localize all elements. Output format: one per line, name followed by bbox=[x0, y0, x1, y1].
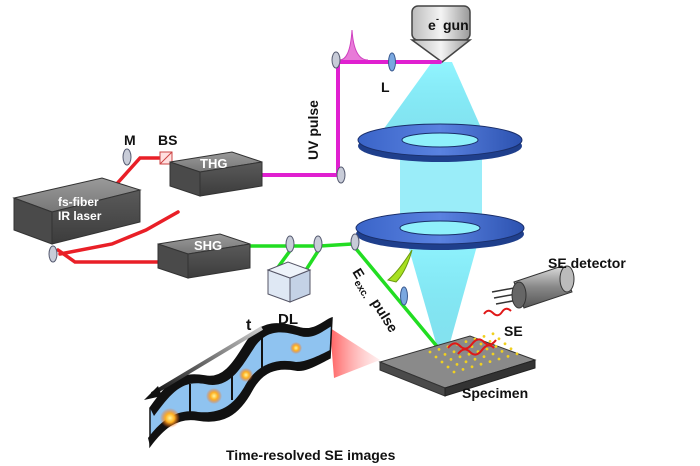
se-detector-label: SE detector bbox=[548, 255, 626, 271]
detector-icon bbox=[491, 265, 575, 309]
specimen-dot bbox=[482, 335, 486, 338]
upper-lens-plate bbox=[357, 123, 523, 162]
exc-label-sub: exc. bbox=[351, 278, 371, 301]
specimen-dot bbox=[446, 365, 450, 369]
thg-box bbox=[169, 151, 263, 197]
specimen-dot bbox=[461, 368, 465, 371]
delay-line-label: DL bbox=[278, 311, 298, 328]
exc-pulse-shape bbox=[386, 249, 413, 283]
caption: Time-resolved SE images bbox=[226, 447, 396, 463]
specimen-dot bbox=[482, 355, 486, 358]
lower-lens-plate bbox=[355, 211, 525, 250]
specimen-dot bbox=[428, 350, 432, 354]
egun-label-prefix: e bbox=[428, 17, 436, 33]
specimen-dot bbox=[494, 345, 498, 348]
specimen-dot bbox=[479, 342, 483, 346]
electron-gun-icon bbox=[409, 5, 473, 63]
specimen-dot bbox=[509, 347, 513, 351]
specimen-dot bbox=[503, 342, 507, 346]
se-emission bbox=[447, 307, 512, 356]
specimen-dot bbox=[497, 337, 501, 341]
uv-pulse-shape bbox=[337, 29, 369, 61]
shg-label: SHG bbox=[194, 238, 222, 253]
laser-label-line2: IR laser bbox=[58, 209, 102, 223]
time-label: t bbox=[246, 317, 252, 334]
specimen-dot bbox=[464, 340, 468, 343]
specimen-icon bbox=[378, 335, 537, 397]
lens-icon bbox=[388, 52, 396, 72]
specimen-dot bbox=[464, 360, 468, 364]
specimen-dot bbox=[479, 362, 483, 366]
laser-box bbox=[12, 177, 142, 245]
specimen-dot bbox=[434, 355, 438, 359]
specimen-dot bbox=[473, 357, 477, 361]
thg-label: THG bbox=[200, 156, 227, 171]
specimen-dot bbox=[485, 347, 489, 351]
specimen-dot bbox=[437, 348, 441, 351]
beam-splitter-icon bbox=[159, 151, 173, 165]
specimen-dot bbox=[506, 355, 510, 358]
specimen-dot bbox=[491, 332, 495, 336]
exc-lens-icon bbox=[400, 286, 408, 306]
lens-label: L bbox=[381, 79, 390, 95]
specimen-dot bbox=[467, 352, 471, 356]
specimen-label: Specimen bbox=[462, 385, 528, 401]
specimen-dot bbox=[515, 352, 519, 356]
se-label: SE bbox=[504, 323, 523, 339]
specimen-dot bbox=[497, 357, 501, 361]
specimen-dot bbox=[449, 358, 453, 361]
egun-label: gun bbox=[443, 17, 469, 33]
time-arrow-icon bbox=[144, 326, 264, 400]
specimen-dots bbox=[428, 332, 519, 374]
specimen-dot bbox=[491, 352, 495, 356]
delay-line-icon bbox=[266, 261, 312, 303]
specimen-dot bbox=[455, 363, 459, 366]
shg-box bbox=[157, 233, 251, 279]
specimen-dot bbox=[452, 350, 456, 354]
specimen-dot bbox=[488, 360, 492, 363]
mirror-icon bbox=[48, 51, 360, 263]
mirror-label: M bbox=[124, 132, 136, 148]
laser-label-line1: fs-fiber bbox=[58, 195, 99, 209]
egun-label-sup: - bbox=[436, 14, 439, 24]
specimen-dot bbox=[443, 353, 447, 356]
specimen-dot bbox=[458, 355, 462, 359]
specimen-dot bbox=[500, 350, 504, 353]
specimen-dot bbox=[470, 365, 474, 369]
uv-pulse-label: UV pulse bbox=[305, 100, 321, 160]
specimen-dot bbox=[440, 360, 444, 364]
specimen-dot bbox=[488, 340, 492, 343]
specimen-dot bbox=[452, 370, 456, 374]
film-strip-icon bbox=[148, 316, 380, 449]
beam-splitter-label: BS bbox=[158, 132, 177, 148]
